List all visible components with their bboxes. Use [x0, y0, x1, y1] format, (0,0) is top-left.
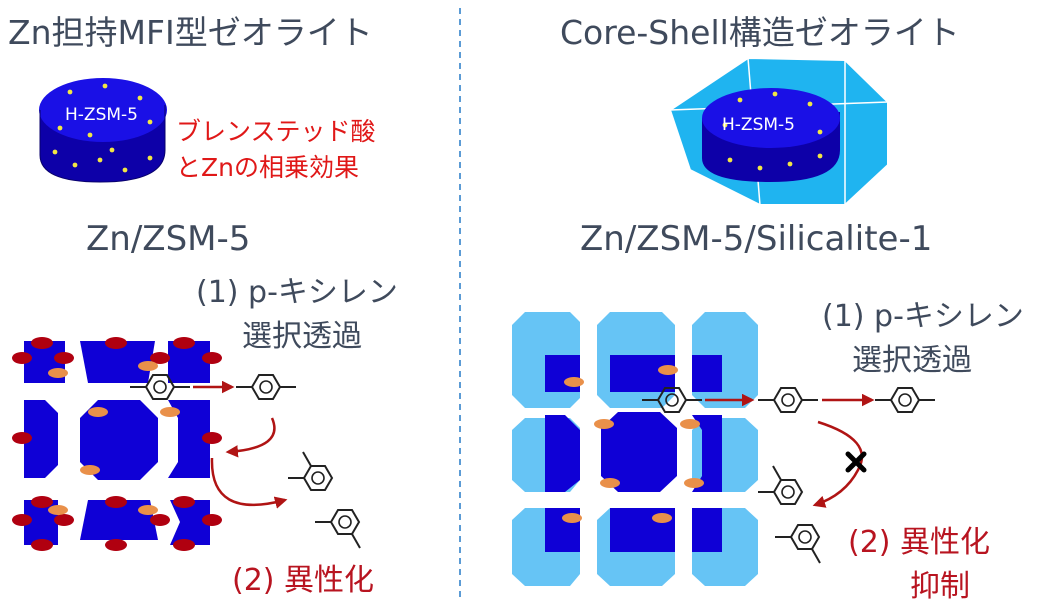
right-step2-line2: 抑制 [910, 569, 970, 604]
left-acid-sites [48, 361, 180, 515]
right-m-xylene [775, 525, 820, 563]
left-isomerization-arrow-2 [210, 457, 288, 509]
right-title: Core-Shell構造ゼオライト [560, 13, 960, 52]
left-zn-sites [12, 337, 222, 551]
right-p-xylene-out [875, 388, 935, 412]
synergy-line-1: ブレンステッド酸 [176, 117, 376, 146]
left-isomerization-arrow-1 [225, 417, 276, 458]
left-step1-line2: 選択透過 [242, 319, 362, 354]
left-o-xylene [288, 452, 332, 490]
right-acid-sites [562, 365, 704, 523]
right-step1-line1: (1) p-キシレン [822, 299, 1024, 334]
left-step2: (2) 異性化 [232, 563, 374, 598]
left-title: Zn担持MFI型ゼオライト [8, 13, 373, 52]
right-o-xylene [758, 466, 802, 504]
right-crystal-label: H-ZSM-5 [722, 115, 795, 135]
right-step2-line1: (2) 異性化 [848, 525, 990, 560]
right-catalyst-name: Zn/ZSM-5/Silicalite-1 [580, 219, 932, 259]
synergy-line-2: とZnの相乗効果 [176, 153, 359, 182]
left-p-xylene-out [236, 375, 296, 399]
left-crystal-label: H-ZSM-5 [65, 105, 138, 125]
left-catalyst-name: Zn/ZSM-5 [86, 219, 250, 259]
right-core-zsm5 [545, 355, 722, 552]
right-crystal-icon [668, 56, 889, 206]
right-step1-line2: 選択透過 [852, 343, 972, 378]
left-m-xylene [315, 510, 360, 548]
blocked-x-icon [845, 451, 867, 473]
right-blocked-isomerization-arrow [812, 420, 864, 508]
right-p-xylene-mid [758, 388, 818, 412]
left-step1-line1: (1) p-キシレン [196, 275, 398, 310]
left-crystal-icon [39, 78, 167, 183]
